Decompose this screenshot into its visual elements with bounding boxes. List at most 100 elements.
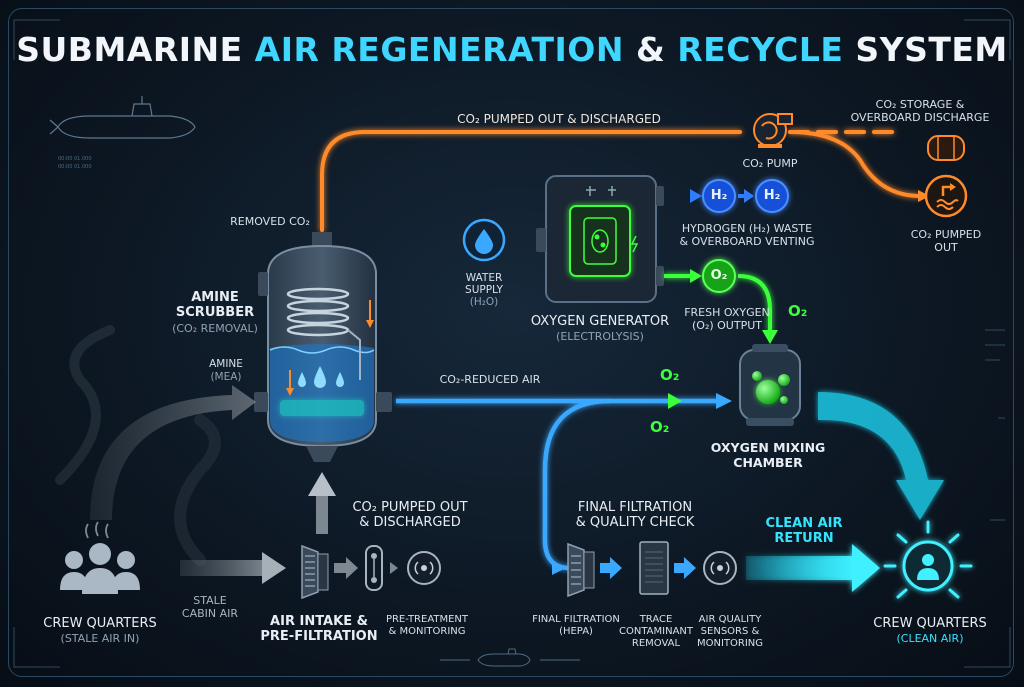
decor-right	[985, 329, 1005, 521]
co2-arrowheads	[918, 190, 930, 202]
title-highlight: RECYCLE	[677, 30, 844, 69]
electrolysis-cell-icon	[536, 175, 664, 303]
hydrogen-waste-line: HYDROGEN (H₂) WASTE	[681, 222, 813, 235]
svg-text:00:00 01.000: 00:00 01.000	[58, 156, 92, 162]
o2-flow	[664, 274, 772, 332]
crew-quarters-right-sub: (CLEAN AIR)	[896, 632, 964, 645]
stale-air-arrow	[180, 552, 286, 584]
trace-contaminant-line: CONTAMINANT	[619, 626, 693, 637]
hydrogen-waste-line: & OVERBOARD VENTING	[679, 235, 815, 248]
air-quality-line: SENSORS &	[700, 626, 760, 637]
o2-arrowheads	[690, 269, 778, 344]
o2-floating-label: O₂	[660, 366, 680, 384]
air-quality-line: AIR QUALITY	[698, 614, 762, 625]
stale-cabin-air-line: CABIN AIR	[181, 607, 239, 620]
o2-molecule-icon	[702, 259, 736, 293]
removed-co2-label: REMOVED CO₂	[230, 215, 310, 228]
pre-treatment-line: PRE-TREATMENT	[385, 614, 469, 625]
title-highlight: AIR REGENERATION	[254, 30, 624, 69]
discharge-icon	[924, 174, 968, 218]
page-title: SUBMARINE AIR REGENERATION & RECYCLE SYS…	[0, 30, 1024, 69]
oxygen-generator-label: OXYGEN GENERATOR	[530, 314, 670, 329]
title-part: SUBMARINE	[16, 30, 255, 69]
co2-reduced-air-line	[396, 398, 720, 571]
trace-contaminant-icon	[639, 541, 669, 595]
amine-label: AMINE	[209, 358, 243, 370]
svg-text:00:00 01.000: 00:00 01.000	[58, 164, 92, 170]
oxygen-mixing-line: CHAMBER	[733, 455, 803, 470]
amine-scrubber-line: SCRUBBER	[175, 305, 255, 320]
amine-scrubber-sub: (CO₂ REMOVAL)	[172, 322, 258, 335]
scrubber-tank-icon	[254, 232, 392, 462]
air-intake-label: AIR INTAKE &PRE-FILTRATION	[254, 614, 384, 644]
final-filtration-hepa-line: (HEPA)	[559, 626, 593, 637]
water-supply-sub: (H₂O)	[469, 296, 499, 308]
stale-cabin-air-line: STALE	[193, 594, 227, 607]
co2-pumped-mid-line: CO₂ PUMPED OUT	[352, 500, 468, 515]
amine-sub: (MEA)	[210, 371, 242, 383]
final-filtration-check-line: & QUALITY CHECK	[575, 515, 695, 530]
submarine-icon	[49, 96, 196, 139]
hydrogen-waste-label: HYDROGEN (H₂) WASTE& OVERBOARD VENTING	[672, 222, 822, 248]
storage-tank-icon	[927, 135, 965, 161]
pre-treatment-line: & MONITORING	[388, 626, 466, 637]
h2-flow	[664, 189, 754, 203]
mixing-chamber-icon	[739, 344, 801, 426]
pre-treatment-icon	[365, 545, 398, 591]
o2-floating-label: O₂	[650, 418, 670, 436]
air-quality-sensor-icon	[703, 551, 737, 585]
arrow-filter-to-sensor	[334, 557, 358, 579]
co2-pumped-out-line: OUT	[934, 241, 958, 254]
clean-air-person-icon	[883, 520, 973, 599]
co2-pumped-mid-line: & DISCHARGED	[359, 515, 461, 530]
air-intake-line: AIR INTAKE &	[270, 614, 368, 629]
water-drop-icon	[462, 218, 506, 262]
fresh-oxygen-line: (O₂) OUTPUT	[692, 319, 762, 332]
co2-pumped-top-label: CO₂ PUMPED OUT & DISCHARGED	[457, 112, 661, 126]
clean-air-return-line: CLEAN AIR	[765, 516, 843, 531]
h2-molecule-label: H₂	[710, 188, 728, 203]
clean-air-return-line: RETURN	[774, 531, 834, 546]
stale-air-flow	[55, 325, 256, 566]
crew-icon	[60, 521, 140, 594]
h2-molecule-icon	[702, 179, 789, 213]
pre-treatment-label: PRE-TREATMENT& MONITORING	[384, 614, 470, 638]
title-part: SYSTEM	[843, 30, 1008, 69]
trace-contaminant-line: TRACE	[639, 614, 673, 625]
co2-storage-line: OVERBOARD DISCHARGE	[850, 111, 990, 124]
pump-icon	[753, 113, 793, 148]
o2-floating-label: O₂	[788, 302, 808, 320]
hepa-filter-icon	[567, 542, 595, 598]
final-filtration-hepa-line: FINAL FILTRATION	[532, 614, 620, 625]
air-quality-line: MONITORING	[696, 638, 764, 649]
fresh-oxygen-line: FRESH OXYGEN	[684, 306, 770, 319]
diagram-frame	[8, 8, 1014, 677]
o2-injection-arrows	[668, 393, 682, 409]
co2-pumped-mid-label: CO₂ PUMPED OUT& DISCHARGED	[340, 500, 480, 530]
crew-quarters-left-sub: (STALE AIR IN)	[60, 632, 140, 645]
co2-pump-label: CO₂ PUMP	[742, 157, 798, 170]
air-arrowheads	[552, 393, 732, 575]
final-filtration-hepa-label: FINAL FILTRATION(HEPA)	[528, 614, 624, 638]
final-filter-arrows	[600, 557, 696, 579]
sub-readout: 00:00 01.000 00:00 01.000	[58, 156, 92, 170]
bottom-submarine-mark	[440, 648, 580, 667]
crew-quarters-left-label: CREW QUARTERS	[43, 616, 157, 631]
co2-flow-lines	[320, 130, 920, 232]
sensor-icon	[407, 551, 441, 585]
water-supply-line: SUPPLY	[465, 284, 503, 296]
decor-top-left	[13, 19, 1011, 668]
oxygen-mixing-line: OXYGEN MIXING	[710, 440, 826, 455]
final-filtration-check-line: FINAL FILTRATION	[577, 500, 693, 515]
h2-molecule-label: H₂	[763, 188, 781, 203]
co2-pumped-out-line: CO₂ PUMPED	[910, 228, 982, 241]
intake-to-scrubber-arrow	[308, 472, 336, 534]
mixing-to-crew-arrow	[818, 392, 944, 520]
